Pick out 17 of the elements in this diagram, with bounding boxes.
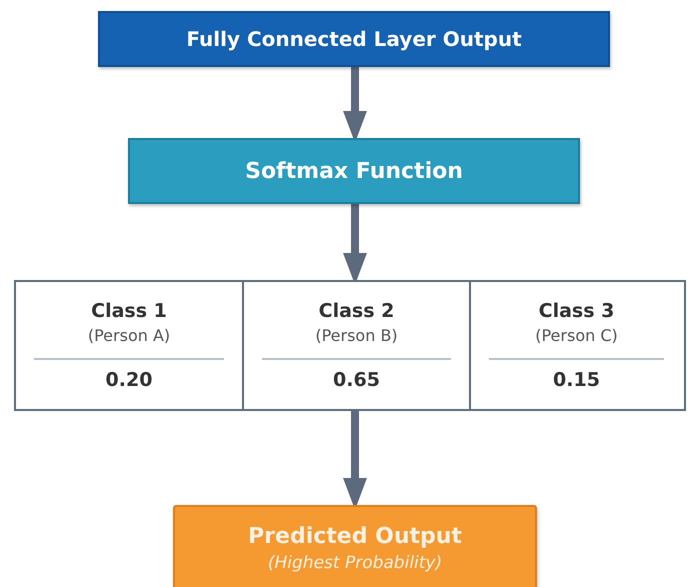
function-box xyxy=(128,138,580,204)
probability-value: 0.20 xyxy=(104,369,154,391)
box-title: Predicted Output xyxy=(248,524,462,548)
class-name: Class 1 xyxy=(90,300,168,322)
person-name: (Person C) xyxy=(534,326,619,345)
person-name: (Person A) xyxy=(86,326,172,345)
layer-box xyxy=(98,11,610,67)
box-subtitle: (Highest Probability) xyxy=(268,552,442,572)
probability-value: 0.15 xyxy=(552,369,601,391)
box-title: Fully Connected Layer Output xyxy=(186,27,522,51)
probability-table xyxy=(14,280,686,411)
probability-value: 0.65 xyxy=(332,369,381,391)
class-name: Class 2 xyxy=(318,300,396,322)
output-box xyxy=(173,505,537,587)
class-name: Class 3 xyxy=(538,300,616,322)
box-title: Softmax Function xyxy=(245,158,463,184)
person-name: (Person B) xyxy=(314,326,399,345)
